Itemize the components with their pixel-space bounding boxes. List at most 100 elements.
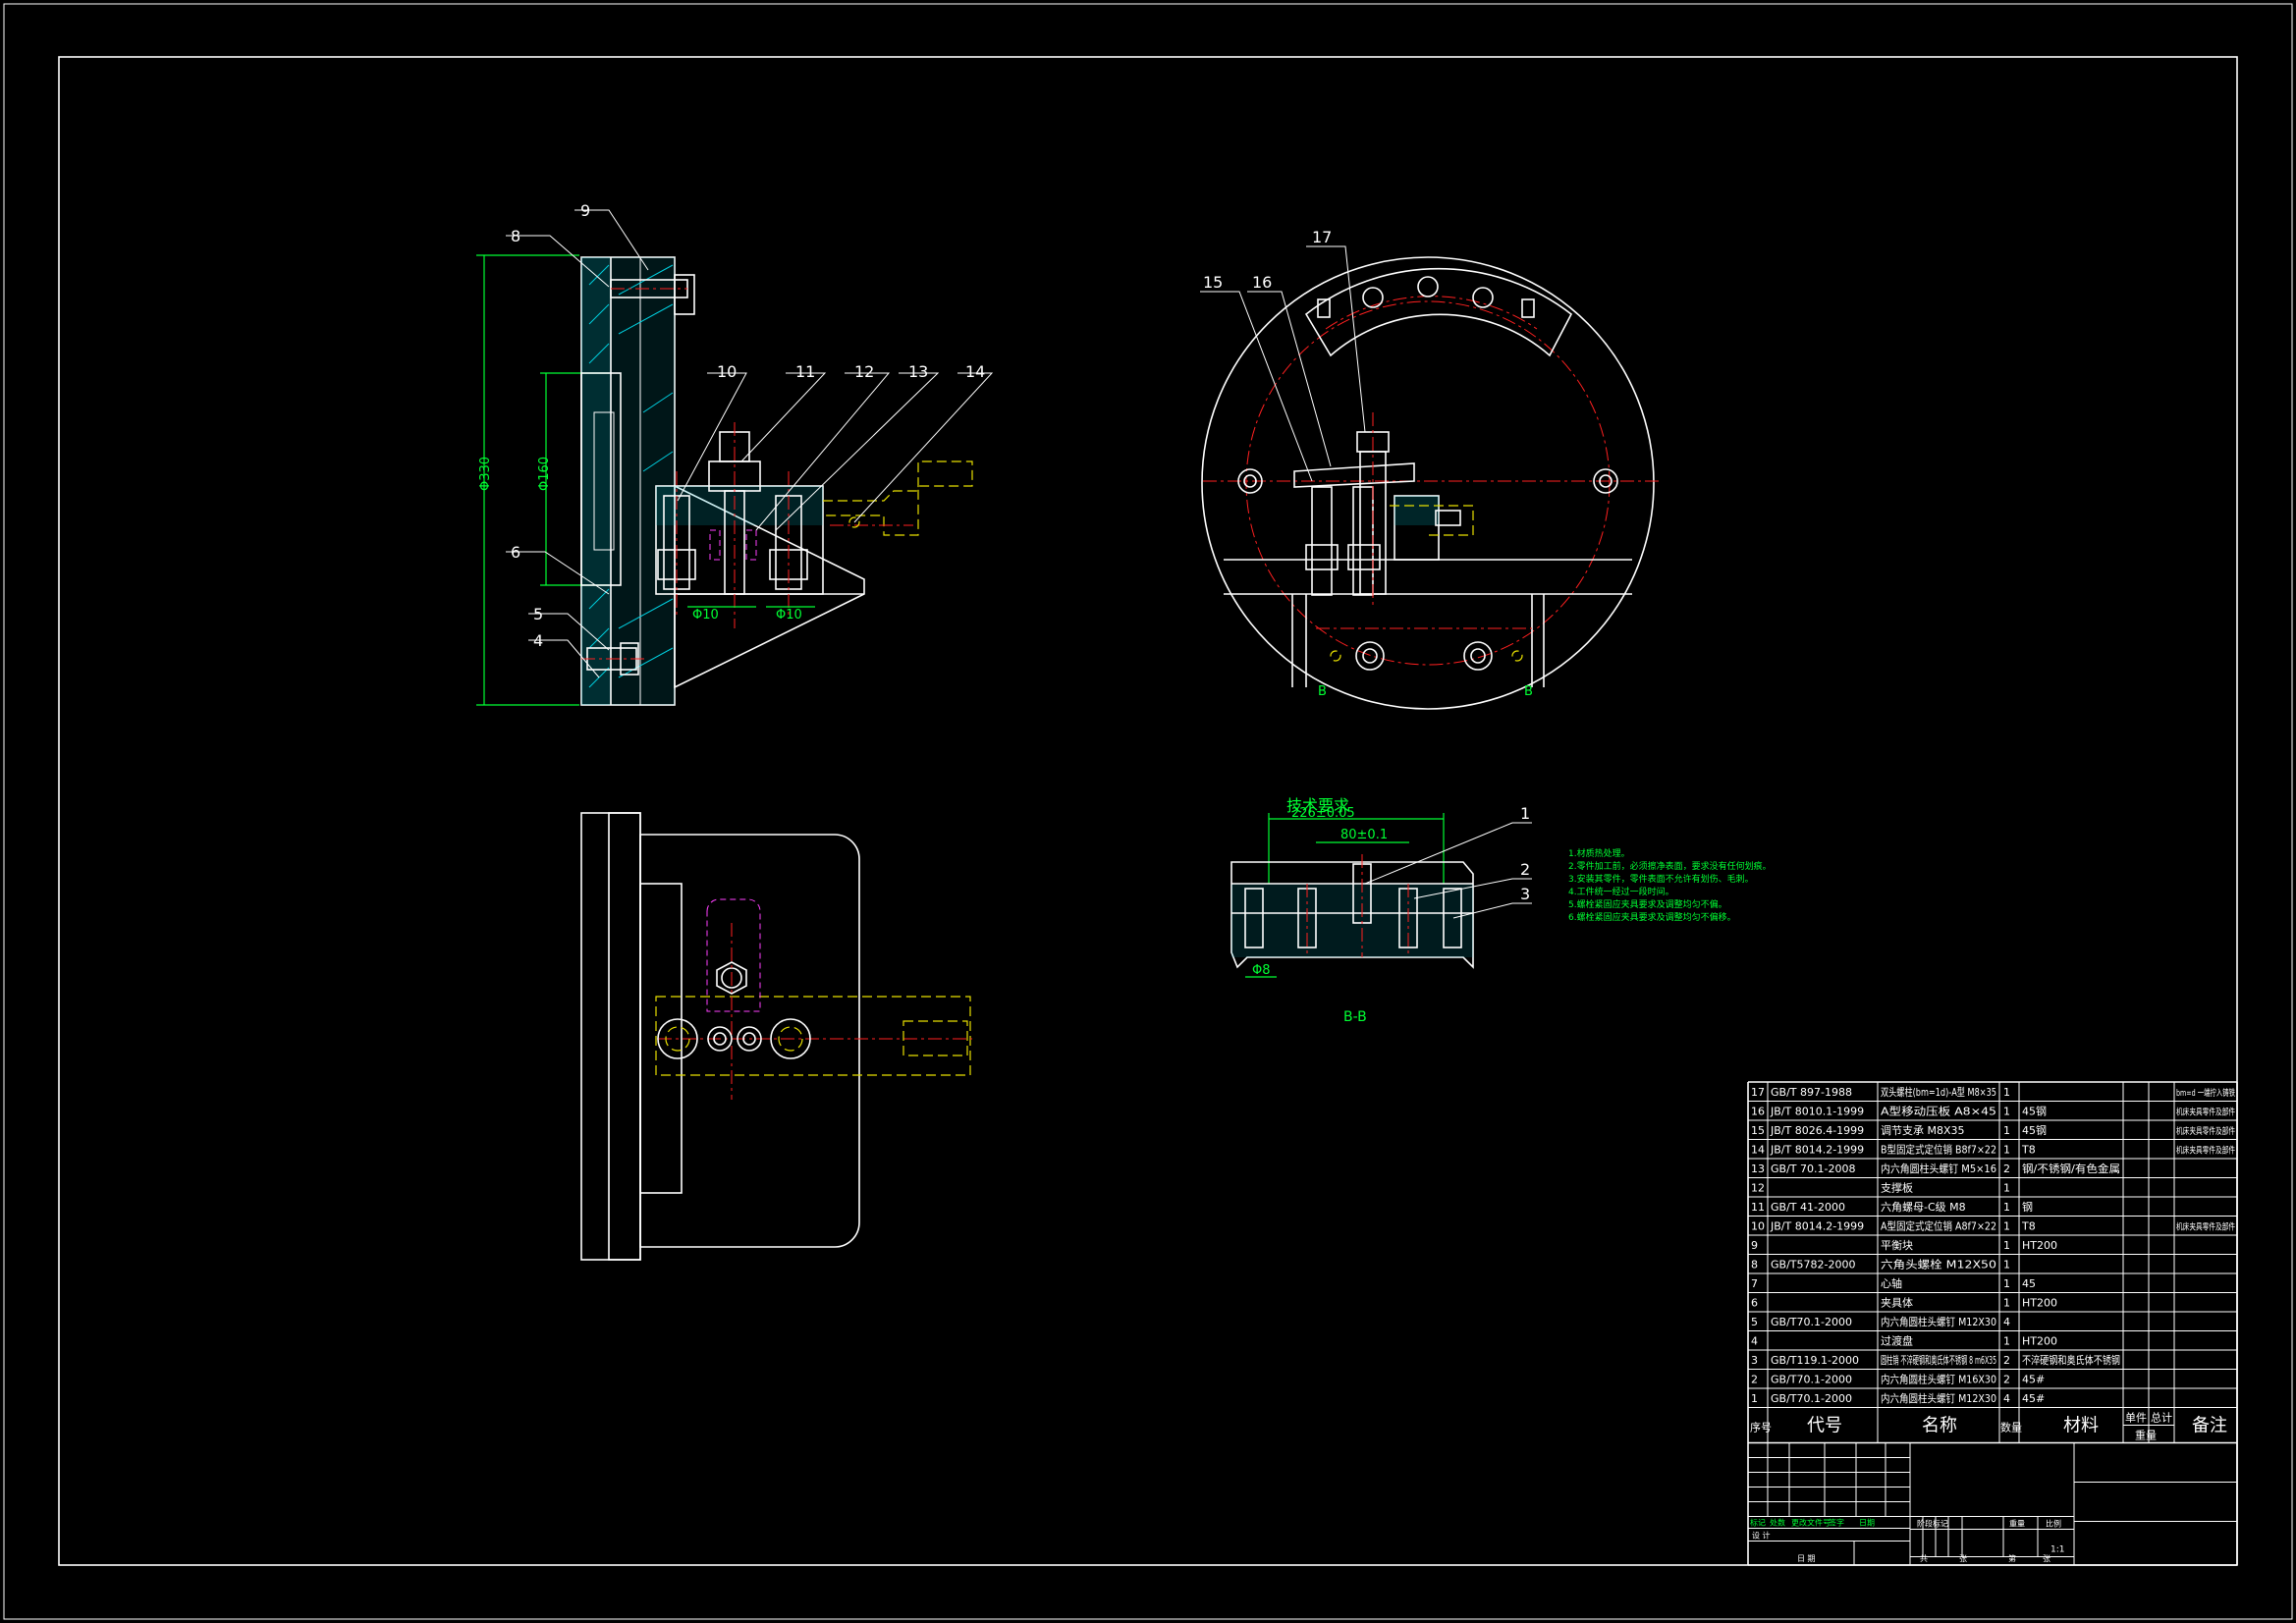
dim-pin-a: Φ10 [692, 608, 719, 622]
bom-cell-qty: 1 [2003, 1124, 2010, 1137]
bom-cell-no: 14 [1751, 1144, 1765, 1157]
bom-cell-material: HT200 [2022, 1239, 2057, 1252]
sheet-label: 第 [2008, 1553, 2016, 1563]
design-label: 设 计 [1752, 1531, 1771, 1541]
sheet-label: 共 [1920, 1554, 1928, 1563]
bom-cell-material: 45钢 [2022, 1124, 2047, 1137]
bom-cell-code: GB/T 70.1-2008 [1771, 1163, 1855, 1175]
bom-cell-no: 7 [1751, 1277, 1758, 1290]
date-label: 日 期 [1797, 1554, 1816, 1563]
callout-6: 6 [511, 543, 520, 562]
bom-cell-no: 10 [1751, 1220, 1765, 1233]
bom-cell-code: GB/T 897-1988 [1771, 1086, 1852, 1099]
bom-cell-no: 17 [1751, 1086, 1765, 1099]
callout-8: 8 [511, 227, 520, 245]
callout-14: 14 [965, 362, 985, 381]
inner-frame [58, 56, 2238, 1566]
rev-label: 日期 [1859, 1519, 1875, 1528]
sheet-label: 张 [2043, 1554, 2050, 1563]
bom-cell-qty: 1 [2003, 1259, 2010, 1271]
bom-cell-code: JB/T 8010.1-1999 [1770, 1106, 1864, 1118]
bom-cell-code: GB/T70.1-2000 [1771, 1392, 1852, 1405]
bom-cell-remark: 机床夹具零件及部件 [2176, 1107, 2235, 1118]
bom-cell-qty: 4 [2003, 1316, 2010, 1328]
bom-cell-code: JB/T 8026.4-1999 [1770, 1124, 1864, 1137]
dim-overall: Φ330 [478, 457, 493, 491]
rev-label: 标记 [1750, 1518, 1766, 1528]
bom-cell-name: 圆柱销 不淬硬钢和奥氏体不锈钢 8 m6X35 [1881, 1353, 1996, 1367]
bom-cell-no: 2 [1751, 1374, 1758, 1386]
tech-note: 5.螺栓紧固应夹具要求及调整均匀不偏。 [1568, 898, 1727, 910]
bom-cell-qty: 1 [2003, 1277, 2010, 1290]
bom-cell-remark: 机床夹具零件及部件 [2176, 1221, 2235, 1233]
scale-value: 1:1 [2050, 1545, 2064, 1555]
bom-cell-code: JB/T 8014.2-1999 [1770, 1144, 1864, 1157]
callout-5: 5 [533, 605, 543, 623]
bom-cell-no: 4 [1751, 1335, 1758, 1348]
bom-cell-name: 支撑板 [1881, 1181, 1913, 1195]
bom-cell-material: T8 [2021, 1220, 2036, 1233]
bom-cell-name: 心轴 [1881, 1276, 1902, 1290]
bom-cell-name: 过渡盘 [1881, 1334, 1913, 1348]
bom-cell-material: 45钢 [2022, 1106, 2047, 1118]
bom-cell-qty: 1 [2003, 1201, 2010, 1214]
callout-12: 12 [854, 362, 874, 381]
bom-header-remark: 备注 [2192, 1416, 2227, 1436]
bom-cell-no: 15 [1751, 1124, 1765, 1137]
bom-cell-no: 1 [1751, 1392, 1758, 1405]
bom-cell-remark: bm=d 一端拧入铸铁 [2176, 1087, 2235, 1099]
bom-cell-name: 内六角圆柱头螺钉 M12X30 [1881, 1391, 1996, 1405]
bom-cell-no: 16 [1751, 1106, 1765, 1118]
bom-cell-material: HT200 [2022, 1335, 2057, 1348]
bom-cell-no: 9 [1751, 1239, 1758, 1252]
bom-cell-qty: 1 [2003, 1182, 2010, 1195]
dim-pin-b: Φ10 [776, 608, 802, 622]
bom-cell-code: GB/T70.1-2000 [1771, 1316, 1852, 1328]
tech-note: 1.材质热处理。 [1568, 847, 1630, 859]
bom-cell-name: 六角螺母-C级 M8 [1881, 1201, 1966, 1214]
bom-cell-name: B型固定式定位销 B8f7×22 [1881, 1143, 1996, 1157]
bom-cell-name: 六角头螺栓 M12X50 [1881, 1258, 1996, 1271]
bom-cell-material: 45 [2022, 1277, 2036, 1290]
bom-cell-no: 11 [1751, 1201, 1765, 1214]
bom-header-total: 总计 [2151, 1411, 2172, 1425]
tech-note: 2.零件加工前，必须擦净表面，要求没有任何划痕。 [1568, 860, 1772, 872]
bom-cell-qty: 1 [2003, 1297, 2010, 1310]
callout-16: 16 [1252, 273, 1272, 292]
bom-cell-qty: 1 [2003, 1144, 2010, 1157]
section-bb: 技术要求 226±0.05 80±0.1 Φ8 B-B 1 2 3 [1230, 796, 1532, 1025]
bom-cell-name: A型固定式定位销 A8f7×22 [1881, 1219, 1996, 1233]
bom-cell-qty: 4 [2003, 1392, 2010, 1405]
stage-label: 重量 [2009, 1519, 2025, 1529]
bom-cell-code: GB/T70.1-2000 [1771, 1374, 1852, 1386]
callout-4: 4 [533, 631, 543, 650]
bom-cell-no: 3 [1751, 1354, 1758, 1367]
side-view: Φ330 Φ160 [476, 201, 994, 706]
bom-header-weight: 重量 [2135, 1429, 2157, 1442]
stage-label: 比例 [2046, 1519, 2061, 1529]
bom-cell-name: 夹具体 [1881, 1296, 1913, 1310]
callout-17: 17 [1312, 228, 1332, 246]
tech-note: 6.螺栓紧固应夹具要求及调整均匀不偏移。 [1568, 911, 1736, 923]
bom-header-unit: 单件 [2125, 1412, 2147, 1425]
bom-cell-qty: 1 [2003, 1335, 2010, 1348]
outer-border [3, 3, 2293, 1620]
bom-cell-qty: 1 [2003, 1220, 2010, 1233]
bom-cell-name: A型移动压板 A8×45 [1881, 1105, 1996, 1118]
bom-cell-name: 内六角圆柱头螺钉 M16X30 [1881, 1373, 1996, 1386]
section-label: B-B [1343, 1009, 1367, 1025]
tech-note: 4.工件统一经过一段时间。 [1568, 886, 1674, 897]
bom-header-no: 序号 [1750, 1421, 1772, 1434]
bom-cell-name: 内六角圆柱头螺钉 M5×16 [1881, 1162, 1996, 1175]
callout-10: 10 [717, 362, 737, 381]
bom-cell-material: HT200 [2022, 1297, 2057, 1310]
stage-label: 阶段标记 [1917, 1519, 1948, 1529]
front-view: B B 15 16 17 [1200, 228, 1660, 710]
callout-1: 1 [1520, 804, 1530, 823]
sheet-label: 张 [1959, 1554, 1967, 1563]
cut-mark-right: B [1524, 684, 1533, 699]
dim-80: 80±0.1 [1340, 828, 1388, 842]
bom-cell-name: 平衡块 [1881, 1239, 1913, 1252]
dim-phi8: Φ8 [1252, 963, 1271, 978]
bom-cell-material: 45# [2022, 1392, 2045, 1405]
